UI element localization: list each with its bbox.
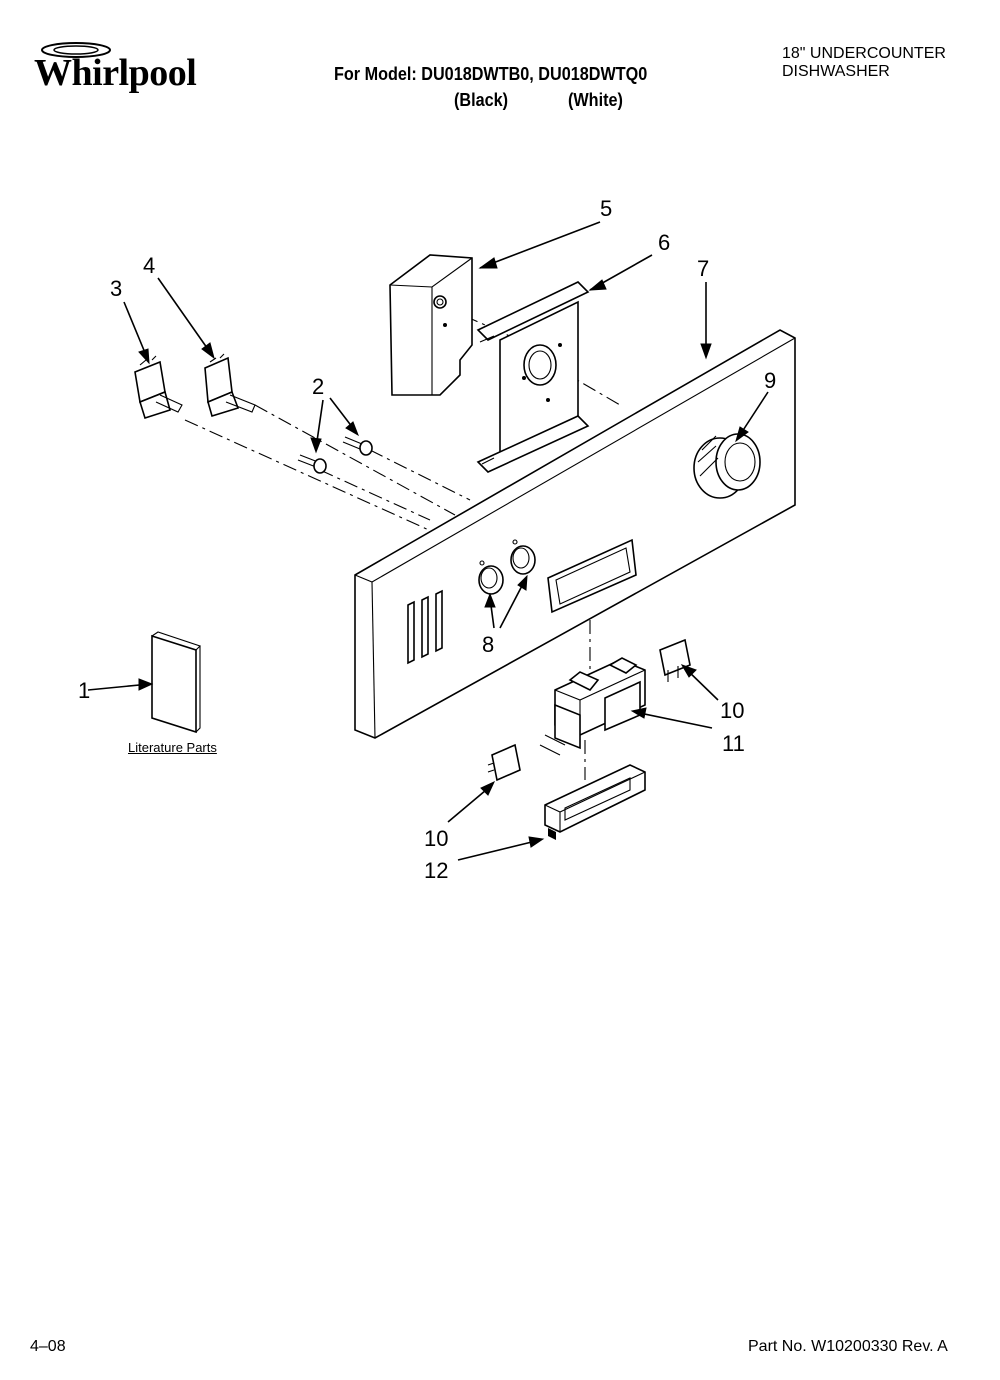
part-1-literature	[151, 631, 202, 734]
leader-arrows	[87, 221, 769, 861]
whirlpool-logo-swirl-icon	[41, 42, 111, 58]
part-11-board-assembly	[539, 657, 646, 756]
callout-2: 2	[312, 374, 325, 399]
part-2-leds	[297, 436, 373, 474]
part-10-connector-upper	[659, 638, 691, 682]
variant-black: (Black)	[454, 90, 509, 110]
literature-parts-label: Literature Parts	[128, 740, 217, 755]
brand-logo: Whirlpool	[34, 52, 197, 94]
part-8-buttons	[478, 539, 536, 595]
part-6-bracket	[476, 281, 590, 473]
callout-6: 6	[658, 230, 671, 255]
product-type-line2: DISHWASHER	[782, 63, 890, 80]
callout-9: 9	[764, 368, 777, 393]
footer-date: 4–08	[30, 1338, 66, 1355]
model-line: For Model: DU018DWTB0, DU018DWTQ0	[334, 64, 648, 84]
part-5-housing	[389, 254, 473, 396]
callout-10-upper: 10	[720, 698, 745, 723]
callout-4: 4	[143, 253, 156, 278]
part-12-bezel	[544, 764, 646, 840]
part-3-switch	[134, 355, 183, 420]
callout-8: 8	[482, 632, 495, 657]
callout-3: 3	[110, 276, 123, 301]
product-type-line1: 18" UNDERCOUNTER	[782, 45, 946, 62]
callout-7: 7	[697, 256, 710, 281]
callout-1: 1	[78, 678, 91, 703]
part-4-switch	[204, 353, 256, 418]
variant-white: (White)	[568, 90, 623, 110]
part-7-console-panel	[354, 329, 796, 739]
callout-11: 11	[722, 731, 745, 756]
callout-12: 12	[424, 858, 449, 883]
part-10-connector-lower	[487, 743, 521, 782]
callout-10-lower: 10	[424, 826, 449, 851]
callout-5: 5	[600, 196, 613, 221]
part-9-knob	[693, 433, 761, 499]
footer-part-number: Part No. W10200330 Rev. A	[748, 1338, 948, 1355]
